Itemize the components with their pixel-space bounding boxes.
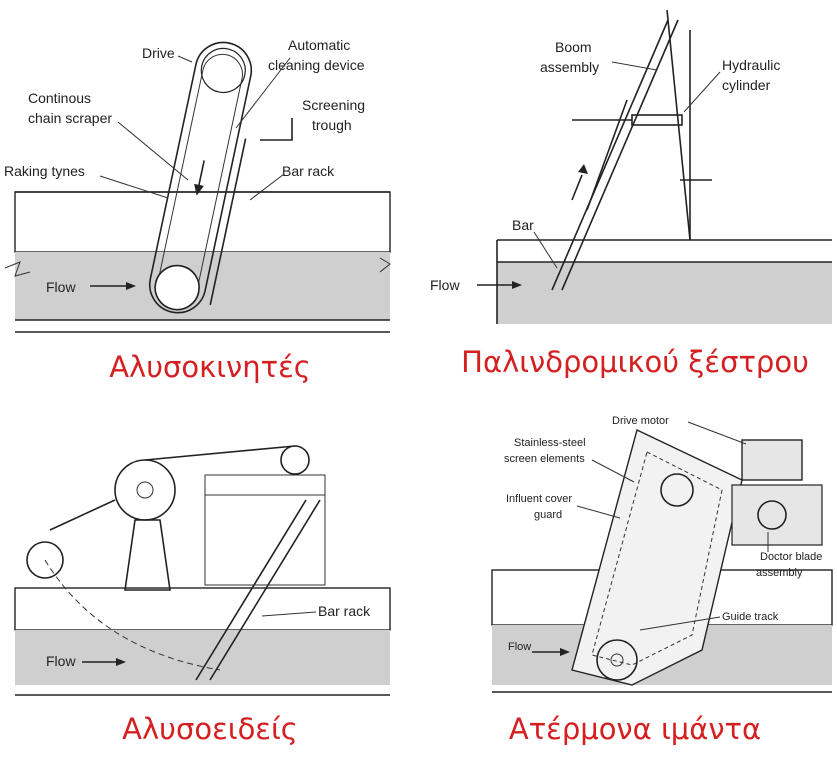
panel-catenary: Flow Bar rack [0, 410, 415, 710]
label-cleaning-2: cleaning device [268, 57, 365, 73]
label-chain-2: chain scraper [28, 110, 112, 126]
label-hydraulic-2: cylinder [722, 77, 771, 93]
label-trough-2: trough [312, 117, 352, 133]
panel-continuous-belt: Flow Drive motor Stainless-steel screen … [422, 410, 837, 700]
label-raking: Raking tynes [4, 163, 85, 179]
label-drive: Drive [142, 45, 175, 61]
label-stainless-1: Stainless-steel [514, 437, 586, 449]
label-barrack: Bar rack [318, 603, 371, 619]
label-influent-2: guard [534, 509, 562, 521]
reciprocating-rake-diagram: Flow Boom assembly Hydraulic cylinder Ba… [430, 9, 832, 324]
label-motor: Drive motor [612, 415, 669, 427]
label-hydraulic-1: Hydraulic [722, 57, 780, 73]
label-flow: Flow [430, 277, 460, 293]
panel-reciprocating-rake: Flow Boom assembly Hydraulic cylinder Ba… [422, 0, 837, 340]
continuous-belt-diagram: Flow Drive motor Stainless-steel screen … [491, 415, 833, 693]
catenary-diagram: Flow Bar rack [14, 445, 391, 696]
label-bar: Bar [512, 217, 534, 233]
caption-continuous-belt: Ατέρμονα ιμάντα [508, 712, 762, 746]
label-flow: Flow [46, 653, 76, 669]
label-chain-1: Continous [28, 90, 91, 106]
label-influent-1: Influent cover [506, 493, 572, 505]
label-boom-1: Boom [555, 39, 592, 55]
panel-chain-driven: Flow Drive Automatic cleaning device Con… [0, 0, 415, 340]
label-flow: Flow [508, 641, 531, 653]
label-doctor-2: assembly [756, 567, 803, 579]
label-trough-1: Screening [302, 97, 365, 113]
label-guide: Guide track [722, 611, 779, 623]
label-cleaning-1: Automatic [288, 37, 350, 53]
chain-driven-diagram: Flow Drive Automatic cleaning device Con… [4, 37, 391, 333]
label-barrack: Bar rack [282, 163, 335, 179]
label-flow: Flow [46, 279, 76, 295]
label-stainless-2: screen elements [504, 453, 585, 465]
caption-reciprocating-rake: Παλινδρομικού ξέστρου [461, 345, 809, 379]
label-boom-2: assembly [540, 59, 599, 75]
label-doctor-1: Doctor blade [760, 551, 822, 563]
caption-catenary: Αλυσοειδείς [122, 712, 298, 746]
caption-chain-driven: Αλυσοκινητές [109, 350, 311, 384]
